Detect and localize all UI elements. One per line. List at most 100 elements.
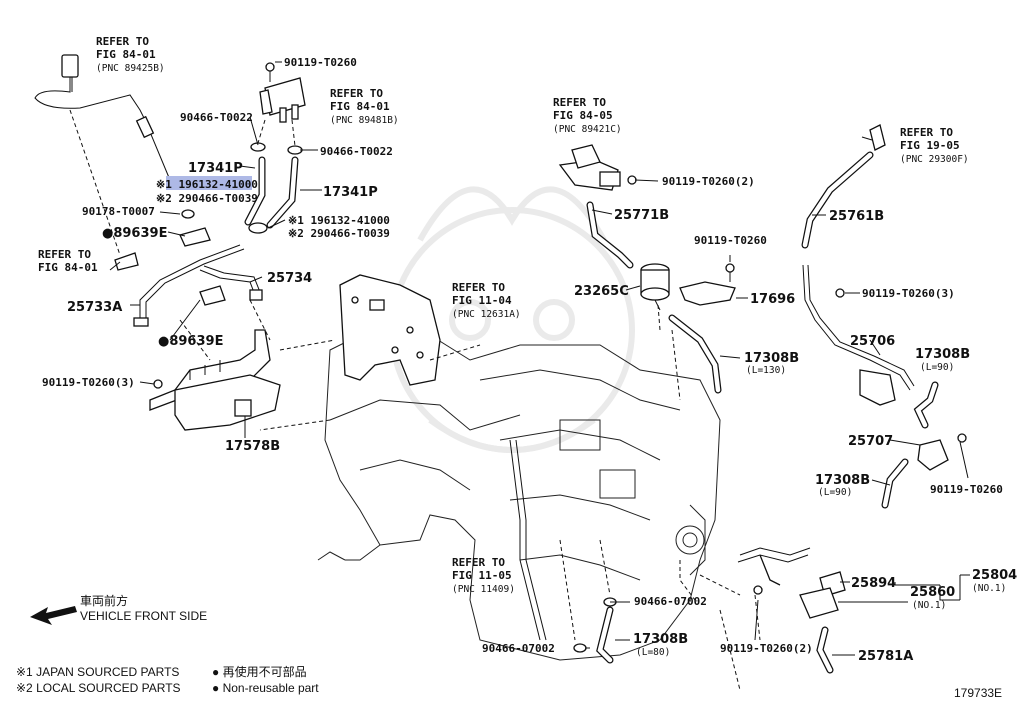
highlight-box xyxy=(166,176,252,190)
ref-fig11-04: REFER TO FIG 11-04 (PNC 12631A) xyxy=(452,281,521,320)
dipstick-tube xyxy=(509,439,547,641)
part-label[interactable]: 25761B xyxy=(829,209,884,224)
legend: ※1 JAPAN SOURCED PARTS ● 再使用不可部品 ※2 LOCA… xyxy=(16,664,319,695)
part-label[interactable]: 25733A xyxy=(67,300,122,315)
part-label[interactable]: 90119-T0260(2) xyxy=(720,642,813,655)
vehicle-front-indicator: 車両前方 VEHICLE FRONT SIDE xyxy=(30,593,207,625)
part-label[interactable]: 25781A xyxy=(858,649,913,664)
part-label[interactable]: 90119-T0260 xyxy=(284,56,357,69)
part-label[interactable]: 90119-T0260 xyxy=(930,483,1003,496)
ref-line3: (PNC 89425B) xyxy=(96,63,165,74)
direction-en: VEHICLE FRONT SIDE xyxy=(80,609,207,623)
part-label[interactable]: 25804 xyxy=(972,568,1017,583)
part-label[interactable]: ※2 290466-T0039 xyxy=(288,227,390,240)
ref-line2: FIG 11-05 xyxy=(452,569,512,582)
right-pipe-assy xyxy=(801,124,967,509)
ref-line3: (PNC 11409) xyxy=(452,584,515,595)
ref-line2: FIG 19-05 xyxy=(900,139,960,152)
part-label[interactable]: 90119-T0260(3) xyxy=(42,376,135,389)
part-label[interactable]: 23265C xyxy=(574,284,629,299)
part-label[interactable]: 25771B xyxy=(614,208,669,223)
dashed-leaders xyxy=(69,109,761,691)
ref-fig84-01-sensor: REFER TO FIG 84-01 (PNC 89481B) xyxy=(330,87,399,126)
ref-line2: FIG 11-04 xyxy=(452,294,512,307)
part-label[interactable]: 90119-T0260(3) xyxy=(862,287,955,300)
ref-fig84-01-left: REFER TO FIG 84-01 xyxy=(38,248,98,274)
vsv-23265c xyxy=(640,263,670,311)
part-label[interactable]: ●89639E xyxy=(102,226,167,241)
hose-17308b-130 xyxy=(668,314,722,394)
legend-row1-note: ● 再使用不可部品 xyxy=(212,664,307,679)
ref-line1: REFER TO xyxy=(452,281,505,294)
hose-length: (L=130) xyxy=(746,365,786,376)
ref-fig84-05: REFER TO FIG 84-05 (PNC 89421C) xyxy=(553,96,622,135)
pipes-25733a-25734 xyxy=(114,227,263,327)
ref-line1: REFER TO xyxy=(38,248,91,261)
part-label[interactable]: 90466-07002 xyxy=(634,595,707,608)
ref-line1: REFER TO xyxy=(96,35,149,48)
engine-block xyxy=(317,329,721,661)
part-label[interactable]: 25734 xyxy=(267,271,312,286)
ref-line1: REFER TO xyxy=(900,126,953,139)
part-label[interactable]: 25860 xyxy=(910,585,955,600)
arrow-left-icon xyxy=(30,606,77,625)
hose-17341p xyxy=(181,156,299,234)
ref-fig19-05: REFER TO FIG 19-05 (PNC 29300F) xyxy=(900,126,969,165)
part-label[interactable]: ※1 196132-41000 xyxy=(288,214,390,227)
figure-id: 179733E xyxy=(954,686,1002,700)
vsv-assy-25804 xyxy=(737,547,846,674)
bracket-17578b xyxy=(149,329,281,431)
part-label[interactable]: 90466-T0022 xyxy=(180,111,253,124)
hose-length: (L=90) xyxy=(818,487,852,498)
ref-fig84-01-top: REFER TO FIG 84-01 (PNC 89425B) xyxy=(96,35,165,74)
legend-row1-mark: ※1 JAPAN SOURCED PARTS xyxy=(16,665,179,679)
part-label[interactable]: 17308B xyxy=(915,347,970,362)
part-label[interactable]: 90119-T0260 xyxy=(694,234,767,247)
ref-fig11-05: REFER TO FIG 11-05 (PNC 11409) xyxy=(452,556,515,595)
part-label[interactable]: 90466-T0022 xyxy=(320,145,393,158)
part-label[interactable]: 25707 xyxy=(848,434,893,449)
part-label[interactable]: 25706 xyxy=(850,334,895,349)
part-label[interactable]: 17308B xyxy=(633,632,688,647)
leader-lines xyxy=(109,61,970,656)
ref-line3: (PNC 12631A) xyxy=(452,309,521,320)
part-label-highlighted[interactable]: ※1 196132-41000 xyxy=(156,178,258,191)
hose-length: (L=90) xyxy=(920,362,954,373)
part-label[interactable]: ●89639E xyxy=(158,334,223,349)
ref-line1: REFER TO xyxy=(330,87,383,100)
part-label[interactable]: 17308B xyxy=(815,473,870,488)
part-label[interactable]: 90119-T0260(2) xyxy=(662,175,755,188)
assy-number: (NO.1) xyxy=(912,600,946,611)
ref-line1: REFER TO xyxy=(553,96,606,109)
direction-jp: 車両前方 xyxy=(80,593,128,608)
sensor-harness-left xyxy=(34,54,171,181)
bracket-17696 xyxy=(679,263,736,306)
part-label[interactable]: 90178-T0007 xyxy=(82,205,155,218)
ref-line3: (PNC 89481B) xyxy=(330,115,399,126)
part-label[interactable]: 90466-07002 xyxy=(482,642,555,655)
ref-line3: (PNC 29300F) xyxy=(900,154,969,165)
hose-clips xyxy=(250,119,303,155)
part-label[interactable]: 17578B xyxy=(225,439,280,454)
ref-line2: FIG 84-01 xyxy=(330,100,390,113)
ref-line1: REFER TO xyxy=(452,556,505,569)
hose-25771b xyxy=(586,201,634,269)
pressure-sensor xyxy=(259,62,306,123)
part-label[interactable]: ※2 290466-T0039 xyxy=(156,192,258,205)
assy-number: (NO.1) xyxy=(972,583,1006,594)
part-label[interactable]: 17308B xyxy=(744,351,799,366)
hose-length: (L=80) xyxy=(636,647,670,658)
hose-17308b-80 xyxy=(573,597,617,664)
part-label[interactable]: 17696 xyxy=(750,292,795,307)
part-label[interactable]: 17341P xyxy=(323,185,378,200)
part-label[interactable]: 17341P xyxy=(188,161,243,176)
vsv-sensor xyxy=(558,144,637,191)
ref-line2: FIG 84-01 xyxy=(38,261,98,274)
part-label[interactable]: 25894 xyxy=(851,576,896,591)
bracket-fig11-04 xyxy=(339,274,441,386)
ref-line3: (PNC 89421C) xyxy=(553,124,622,135)
ref-line2: FIG 84-01 xyxy=(96,48,156,61)
legend-row2-mark: ※2 LOCAL SOURCED PARTS xyxy=(16,681,181,695)
legend-row2-note: ● Non-reusable part xyxy=(212,681,319,695)
